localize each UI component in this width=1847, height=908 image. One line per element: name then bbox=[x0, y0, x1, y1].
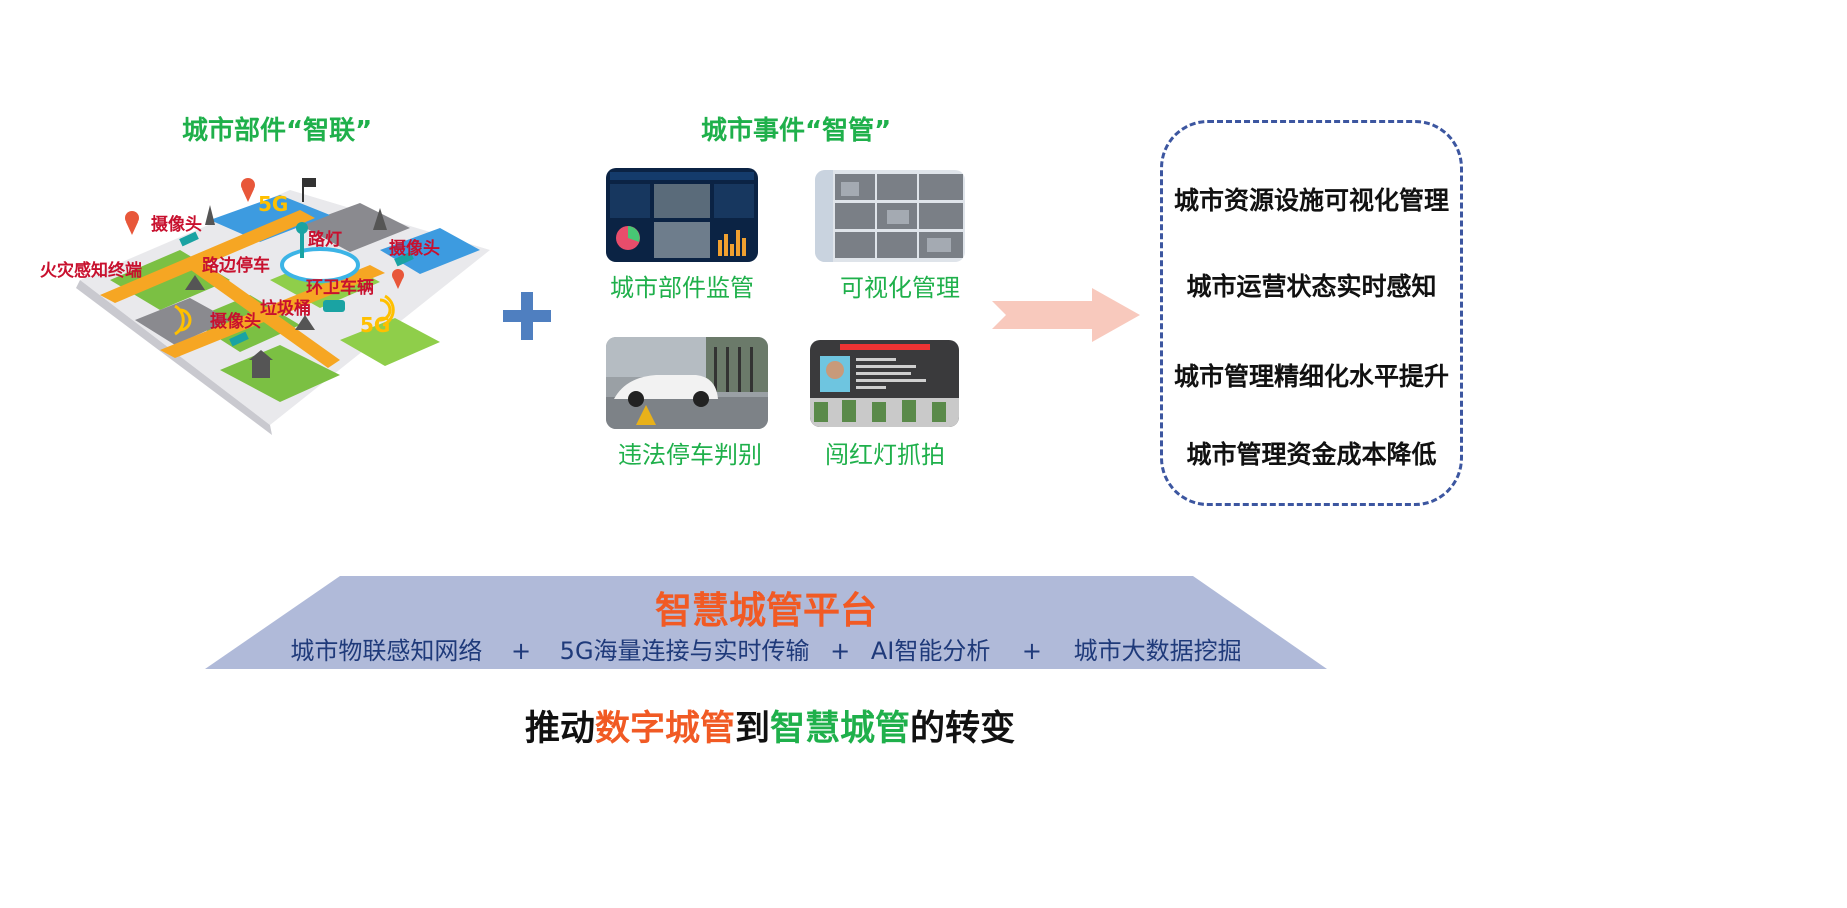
platform-title: 智慧城管平台 bbox=[205, 580, 1327, 634]
platform-separator: + bbox=[490, 637, 552, 665]
platform-item: AI智能分析 bbox=[871, 637, 991, 665]
platform-separator: + bbox=[998, 637, 1066, 665]
platform-item: 城市大数据挖掘 bbox=[1074, 637, 1242, 665]
smart-city-map: 摄像头 5G 路灯 摄像头 火灾感知终端 路边停车 环卫车辆 垃圾桶 摄像头 5… bbox=[40, 170, 500, 440]
platform-separator: + bbox=[817, 637, 863, 665]
tile-caption: 违法停车判别 bbox=[580, 435, 800, 470]
outcome-item: 城市管理精细化水平提升 bbox=[1163, 357, 1460, 393]
tile-caption: 城市部件监管 bbox=[572, 268, 792, 303]
outcome-item: 城市管理资金成本降低 bbox=[1163, 435, 1460, 471]
slogan-text: 的转变 bbox=[910, 709, 1015, 749]
map-label-fire-sensor: 火灾感知终端 bbox=[40, 256, 142, 281]
slogan-text: 到 bbox=[735, 709, 770, 749]
right-arrow-icon bbox=[992, 288, 1142, 346]
plus-icon bbox=[503, 292, 551, 340]
slogan-highlight-digital: 数字城管 bbox=[595, 709, 735, 749]
map-label-5g: 5G bbox=[258, 192, 288, 216]
platform-item: 5G海量连接与实时传输 bbox=[560, 637, 810, 665]
city-component-dashboard-image bbox=[606, 168, 758, 262]
map-label-trash-bin: 垃圾桶 bbox=[260, 294, 311, 319]
map-label-camera: 摄像头 bbox=[151, 210, 202, 235]
outcome-item: 城市运营状态实时感知 bbox=[1163, 267, 1460, 303]
outcome-item: 城市资源设施可视化管理 bbox=[1163, 181, 1460, 217]
red-light-capture-image bbox=[810, 340, 959, 427]
platform-items: 城市物联感知网络 + 5G海量连接与实时传输 + AI智能分析 + 城市大数据挖… bbox=[205, 631, 1327, 666]
illegal-parking-image bbox=[606, 337, 768, 429]
slogan: 推动数字城管到智慧城管的转变 bbox=[0, 700, 1540, 751]
outcomes-panel: 城市资源设施可视化管理 城市运营状态实时感知 城市管理精细化水平提升 城市管理资… bbox=[1160, 120, 1463, 506]
tile-caption: 闯红灯抓拍 bbox=[775, 435, 995, 470]
tile-caption: 可视化管理 bbox=[790, 268, 1010, 303]
platform-bar: 智慧城管平台 城市物联感知网络 + 5G海量连接与实时传输 + AI智能分析 +… bbox=[205, 576, 1327, 669]
slogan-highlight-smart: 智慧城管 bbox=[770, 709, 910, 749]
map-label-roadside-parking: 路边停车 bbox=[202, 251, 270, 276]
map-label-camera: 摄像头 bbox=[210, 307, 261, 332]
middle-heading: 城市事件“智管” bbox=[701, 110, 891, 147]
map-label-camera: 摄像头 bbox=[389, 234, 440, 259]
map-label-street-light: 路灯 bbox=[308, 225, 342, 250]
map-label-5g: 5G bbox=[360, 313, 390, 337]
left-heading: 城市部件“智联” bbox=[182, 110, 372, 147]
platform-item: 城市物联感知网络 bbox=[290, 637, 482, 665]
map-label-sanitation-vehicle: 环卫车辆 bbox=[306, 273, 374, 298]
slogan-text: 推动 bbox=[525, 709, 595, 749]
visualization-grid-image bbox=[815, 170, 965, 262]
